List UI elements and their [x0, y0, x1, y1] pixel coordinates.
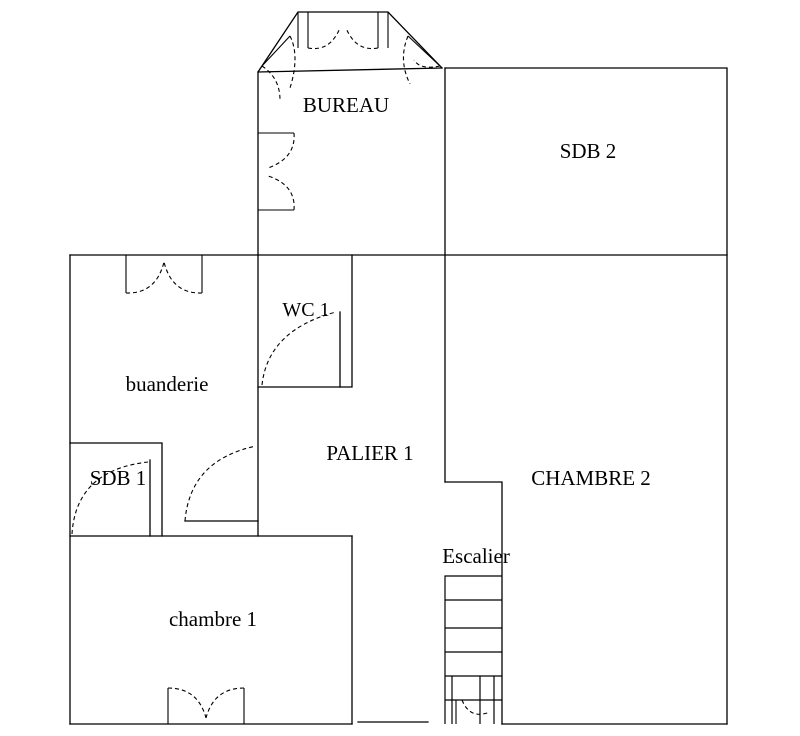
room-label-palier1: PALIER 1	[326, 441, 413, 465]
room-label-chambre2: CHAMBRE 2	[531, 466, 651, 490]
bureau-bay-doors	[261, 12, 441, 101]
room-label-sdb1: SDB 1	[90, 466, 147, 490]
room-label-escalier: Escalier	[442, 544, 510, 568]
sdb1-door	[71, 461, 149, 535]
stair-door	[455, 699, 491, 724]
room-label-chambre1: chambre 1	[169, 607, 257, 631]
chambre1-door	[167, 687, 245, 724]
room-label-sdb2: SDB 2	[560, 139, 617, 163]
doors	[71, 12, 491, 724]
room-labels: BUREAU SDB 2 WC 1 buanderie PALIER 1 SDB…	[90, 93, 651, 631]
wc1-door	[261, 311, 337, 386]
bureau-side-door	[258, 132, 295, 211]
buanderie-top-door	[125, 255, 203, 294]
buanderie-door	[184, 445, 257, 522]
room-label-wc1: WC 1	[282, 299, 329, 321]
room-label-bureau: BUREAU	[303, 93, 389, 117]
room-label-buanderie: buanderie	[126, 372, 209, 396]
walls	[69, 11, 728, 725]
staircase	[444, 575, 502, 724]
